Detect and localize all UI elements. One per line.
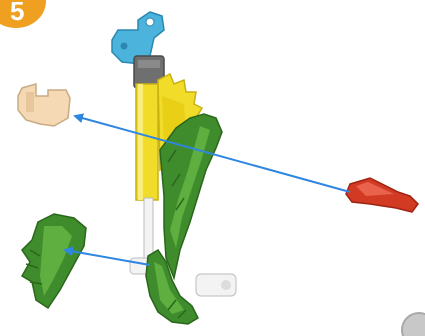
tan-connector xyxy=(18,84,70,126)
green-leaf-right xyxy=(160,114,222,278)
green-leaf-left xyxy=(22,214,86,308)
red-rod xyxy=(346,178,418,212)
yellow-rod xyxy=(136,84,158,200)
